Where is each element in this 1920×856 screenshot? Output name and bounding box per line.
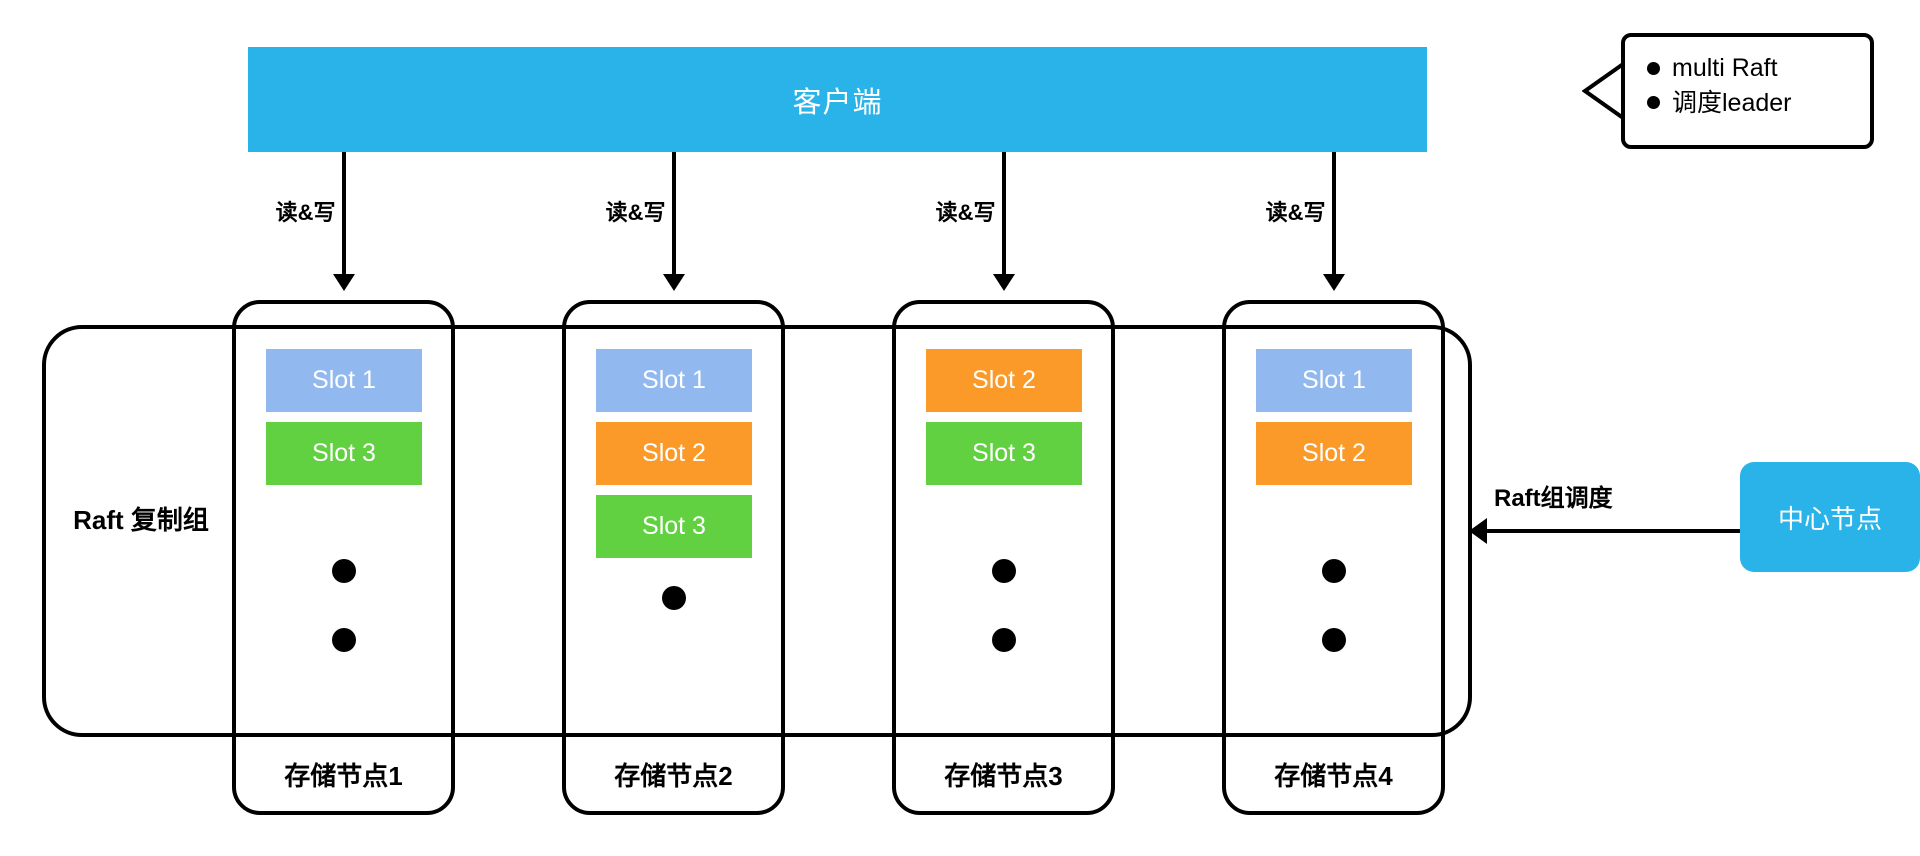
- raft-schedule-arrowhead-icon: [1469, 518, 1487, 544]
- callout-item-1: multi Raft: [1647, 51, 1870, 86]
- callout-item-label: multi Raft: [1672, 54, 1778, 82]
- ellipsis-dot: [991, 628, 1016, 652]
- storage-node-body-1: Slot 1 Slot 3 存储节点1: [236, 304, 451, 811]
- read-write-arrow-line-4: [1331, 152, 1336, 274]
- read-write-label-3: 读&写: [935, 200, 996, 225]
- ellipsis-dot: [331, 628, 356, 652]
- slot-block[interactable]: Slot 3: [926, 422, 1082, 485]
- storage-node-label: 存储节点1: [284, 761, 403, 791]
- storage-node-2[interactable]: Slot 1 Slot 2 Slot 3 存储节点2: [562, 300, 785, 815]
- read-write-arrowhead-icon-2: [662, 274, 685, 291]
- client-box: 客户端: [248, 47, 1427, 152]
- read-write-arrow-line-3: [1001, 152, 1006, 274]
- slot-block[interactable]: Slot 1: [1256, 349, 1412, 412]
- slot-block[interactable]: Slot 3: [596, 495, 752, 558]
- storage-node-3[interactable]: Slot 2 Slot 3 存储节点3: [892, 300, 1115, 815]
- client-label: 客户端: [792, 86, 883, 119]
- read-write-arrowhead-icon-3: [992, 274, 1015, 291]
- callout-list: multi Raft 调度leader: [1625, 37, 1870, 120]
- ellipsis-dot: [1321, 559, 1346, 583]
- read-write-label-1: 读&写: [275, 200, 336, 225]
- slot-block[interactable]: Slot 2: [1256, 422, 1412, 485]
- storage-node-body-2: Slot 1 Slot 2 Slot 3 存储节点2: [566, 304, 781, 811]
- center-node-box: 中心节点: [1740, 462, 1920, 572]
- slot-block[interactable]: Slot 2: [926, 349, 1082, 412]
- raft-schedule-line: [1484, 529, 1742, 533]
- ellipsis-dot: [661, 586, 686, 610]
- read-write-arrow-line-1: [341, 152, 346, 274]
- storage-node-label: 存储节点3: [944, 761, 1063, 791]
- slot-block[interactable]: Slot 1: [596, 349, 752, 412]
- bullet-icon: [1647, 61, 1660, 75]
- storage-node-body-3: Slot 2 Slot 3 存储节点3: [896, 304, 1111, 811]
- read-write-label-4: 读&写: [1265, 200, 1326, 225]
- storage-node-4[interactable]: Slot 1 Slot 2 存储节点4: [1222, 300, 1445, 815]
- callout-tail-icon: [1582, 60, 1627, 122]
- slot-block[interactable]: Slot 2: [596, 422, 752, 485]
- storage-node-1[interactable]: Slot 1 Slot 3 存储节点1: [232, 300, 455, 815]
- read-write-arrow-line-2: [671, 152, 676, 274]
- callout-box: multi Raft 调度leader: [1621, 33, 1874, 149]
- slot-block[interactable]: Slot 3: [266, 422, 422, 485]
- storage-node-label: 存储节点2: [614, 761, 733, 791]
- center-node-label: 中心节点: [1777, 503, 1882, 534]
- ellipsis-dot: [1321, 628, 1346, 652]
- slot-block[interactable]: Slot 1: [266, 349, 422, 412]
- raft-schedule-edge-label: Raft组调度: [1494, 485, 1613, 512]
- read-write-label-2: 读&写: [605, 200, 666, 225]
- raft-replication-group-label: Raft 复制组: [73, 505, 209, 535]
- callout-item-2: 调度leader: [1647, 86, 1870, 121]
- storage-node-body-4: Slot 1 Slot 2 存储节点4: [1226, 304, 1441, 811]
- bullet-icon: [1647, 96, 1660, 110]
- ellipsis-dot: [991, 559, 1016, 583]
- callout-item-label: 调度leader: [1672, 88, 1792, 117]
- storage-node-label: 存储节点4: [1274, 761, 1393, 791]
- read-write-arrowhead-icon-4: [1322, 274, 1345, 291]
- read-write-arrowhead-icon-1: [332, 274, 355, 291]
- ellipsis-dot: [331, 559, 356, 583]
